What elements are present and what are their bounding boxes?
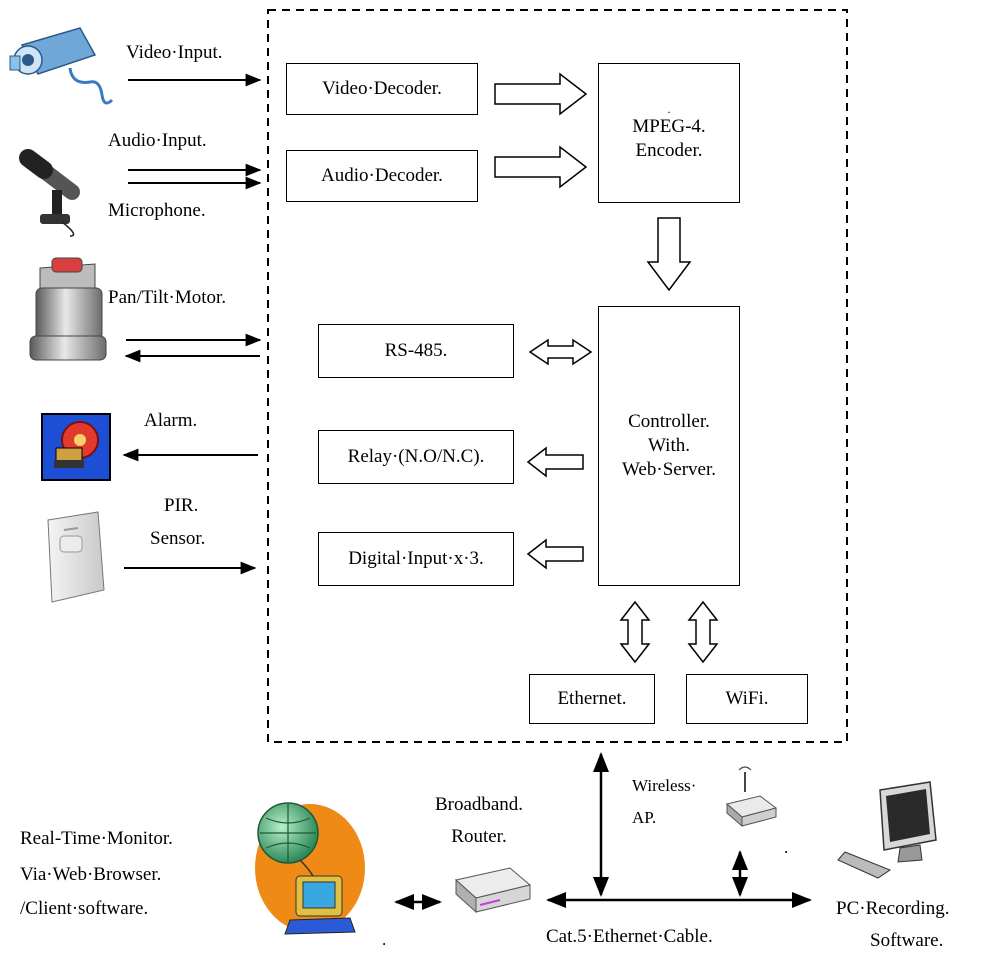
globe-dot: . — [382, 930, 387, 949]
microphone-label: Microphone. — [108, 200, 206, 221]
monitor-label-line1: Real-Time·Monitor. — [20, 828, 173, 849]
audio-decoder-label: Audio·Decoder. — [321, 165, 443, 186]
relay-block: Relay·(N.O/N.C). — [318, 430, 514, 484]
pc-recording-label: PC·Recording. — [836, 898, 950, 919]
controller-block: Controller. With. Web·Server. — [598, 306, 740, 586]
controller-ethernet-double-arrow — [619, 600, 651, 664]
audio-input-label: Audio·Input. — [108, 130, 207, 151]
ap-dot: . — [784, 838, 789, 857]
mpeg4-encoder-block: . MPEG-4. Encoder. — [598, 63, 740, 203]
pan-tilt-arrows — [124, 333, 262, 363]
wireless-ap-icon — [725, 766, 778, 828]
wifi-label: WiFi. — [725, 688, 769, 709]
relay-label: Relay·(N.O/N.C). — [347, 446, 485, 467]
controller-wifi-double-arrow — [687, 600, 719, 664]
pir-sensor-icon — [47, 511, 105, 603]
video-to-encoder-arrow — [494, 72, 588, 116]
pan-tilt-motor-icon — [29, 257, 107, 361]
audio-decoder-block: Audio·Decoder. — [286, 150, 478, 202]
wifi-block: WiFi. — [686, 674, 808, 724]
broadband-label: Broadband. — [434, 794, 524, 815]
audio-to-encoder-arrow — [494, 145, 588, 189]
mpeg4-label: MPEG-4. — [632, 116, 706, 137]
rs485-double-arrow — [528, 338, 593, 366]
ethernet-block: Ethernet. — [529, 674, 655, 724]
encoder-to-controller-arrow — [646, 217, 692, 292]
video-input-label: Video·Input. — [126, 42, 223, 63]
alarm-bell-icon — [41, 413, 111, 481]
router-label: Router. — [451, 826, 507, 847]
monitor-label-line3: /Client·software. — [20, 898, 149, 919]
controller-label: Controller. — [628, 411, 710, 432]
encoder-label: Encoder. — [635, 140, 703, 161]
pan-tilt-motor-label: Pan/Tilt·Motor. — [108, 287, 227, 308]
pir-label: PIR. — [164, 495, 199, 516]
web-server-label: Web·Server. — [622, 459, 716, 480]
digital-input-block: Digital·Input·x·3. — [318, 532, 514, 586]
ethernet-label: Ethernet. — [557, 688, 627, 709]
globe-computer-icon — [255, 802, 365, 935]
pc-monitor-icon — [837, 781, 937, 879]
wireless-label: Wireless· — [632, 776, 697, 795]
mpeg4-dot: . — [667, 102, 671, 116]
sensor-label: Sensor. — [150, 528, 206, 549]
router-icon — [454, 867, 532, 914]
alarm-label: Alarm. — [144, 410, 198, 431]
cable-label: Cat.5·Ethernet·Cable. — [546, 926, 713, 947]
video-decoder-block: Video·Decoder. — [286, 63, 478, 115]
pc-software-label: Software. — [870, 930, 944, 951]
rs485-label: RS-485. — [384, 340, 448, 361]
microphone-icon — [19, 149, 80, 237]
digital-input-arrow — [526, 538, 584, 570]
monitor-label-line2: Via·Web·Browser. — [20, 864, 162, 885]
audio-input-arrows — [128, 163, 262, 190]
controller-with-label: With. — [648, 435, 690, 456]
relay-arrow — [526, 446, 584, 478]
video-decoder-label: Video·Decoder. — [322, 78, 442, 99]
rs485-block: RS-485. — [318, 324, 514, 378]
ap-label: AP. — [632, 808, 657, 827]
device-enclosure — [267, 9, 848, 743]
digital-input-label: Digital·Input·x·3. — [348, 548, 484, 569]
video-camera-icon — [9, 27, 114, 105]
